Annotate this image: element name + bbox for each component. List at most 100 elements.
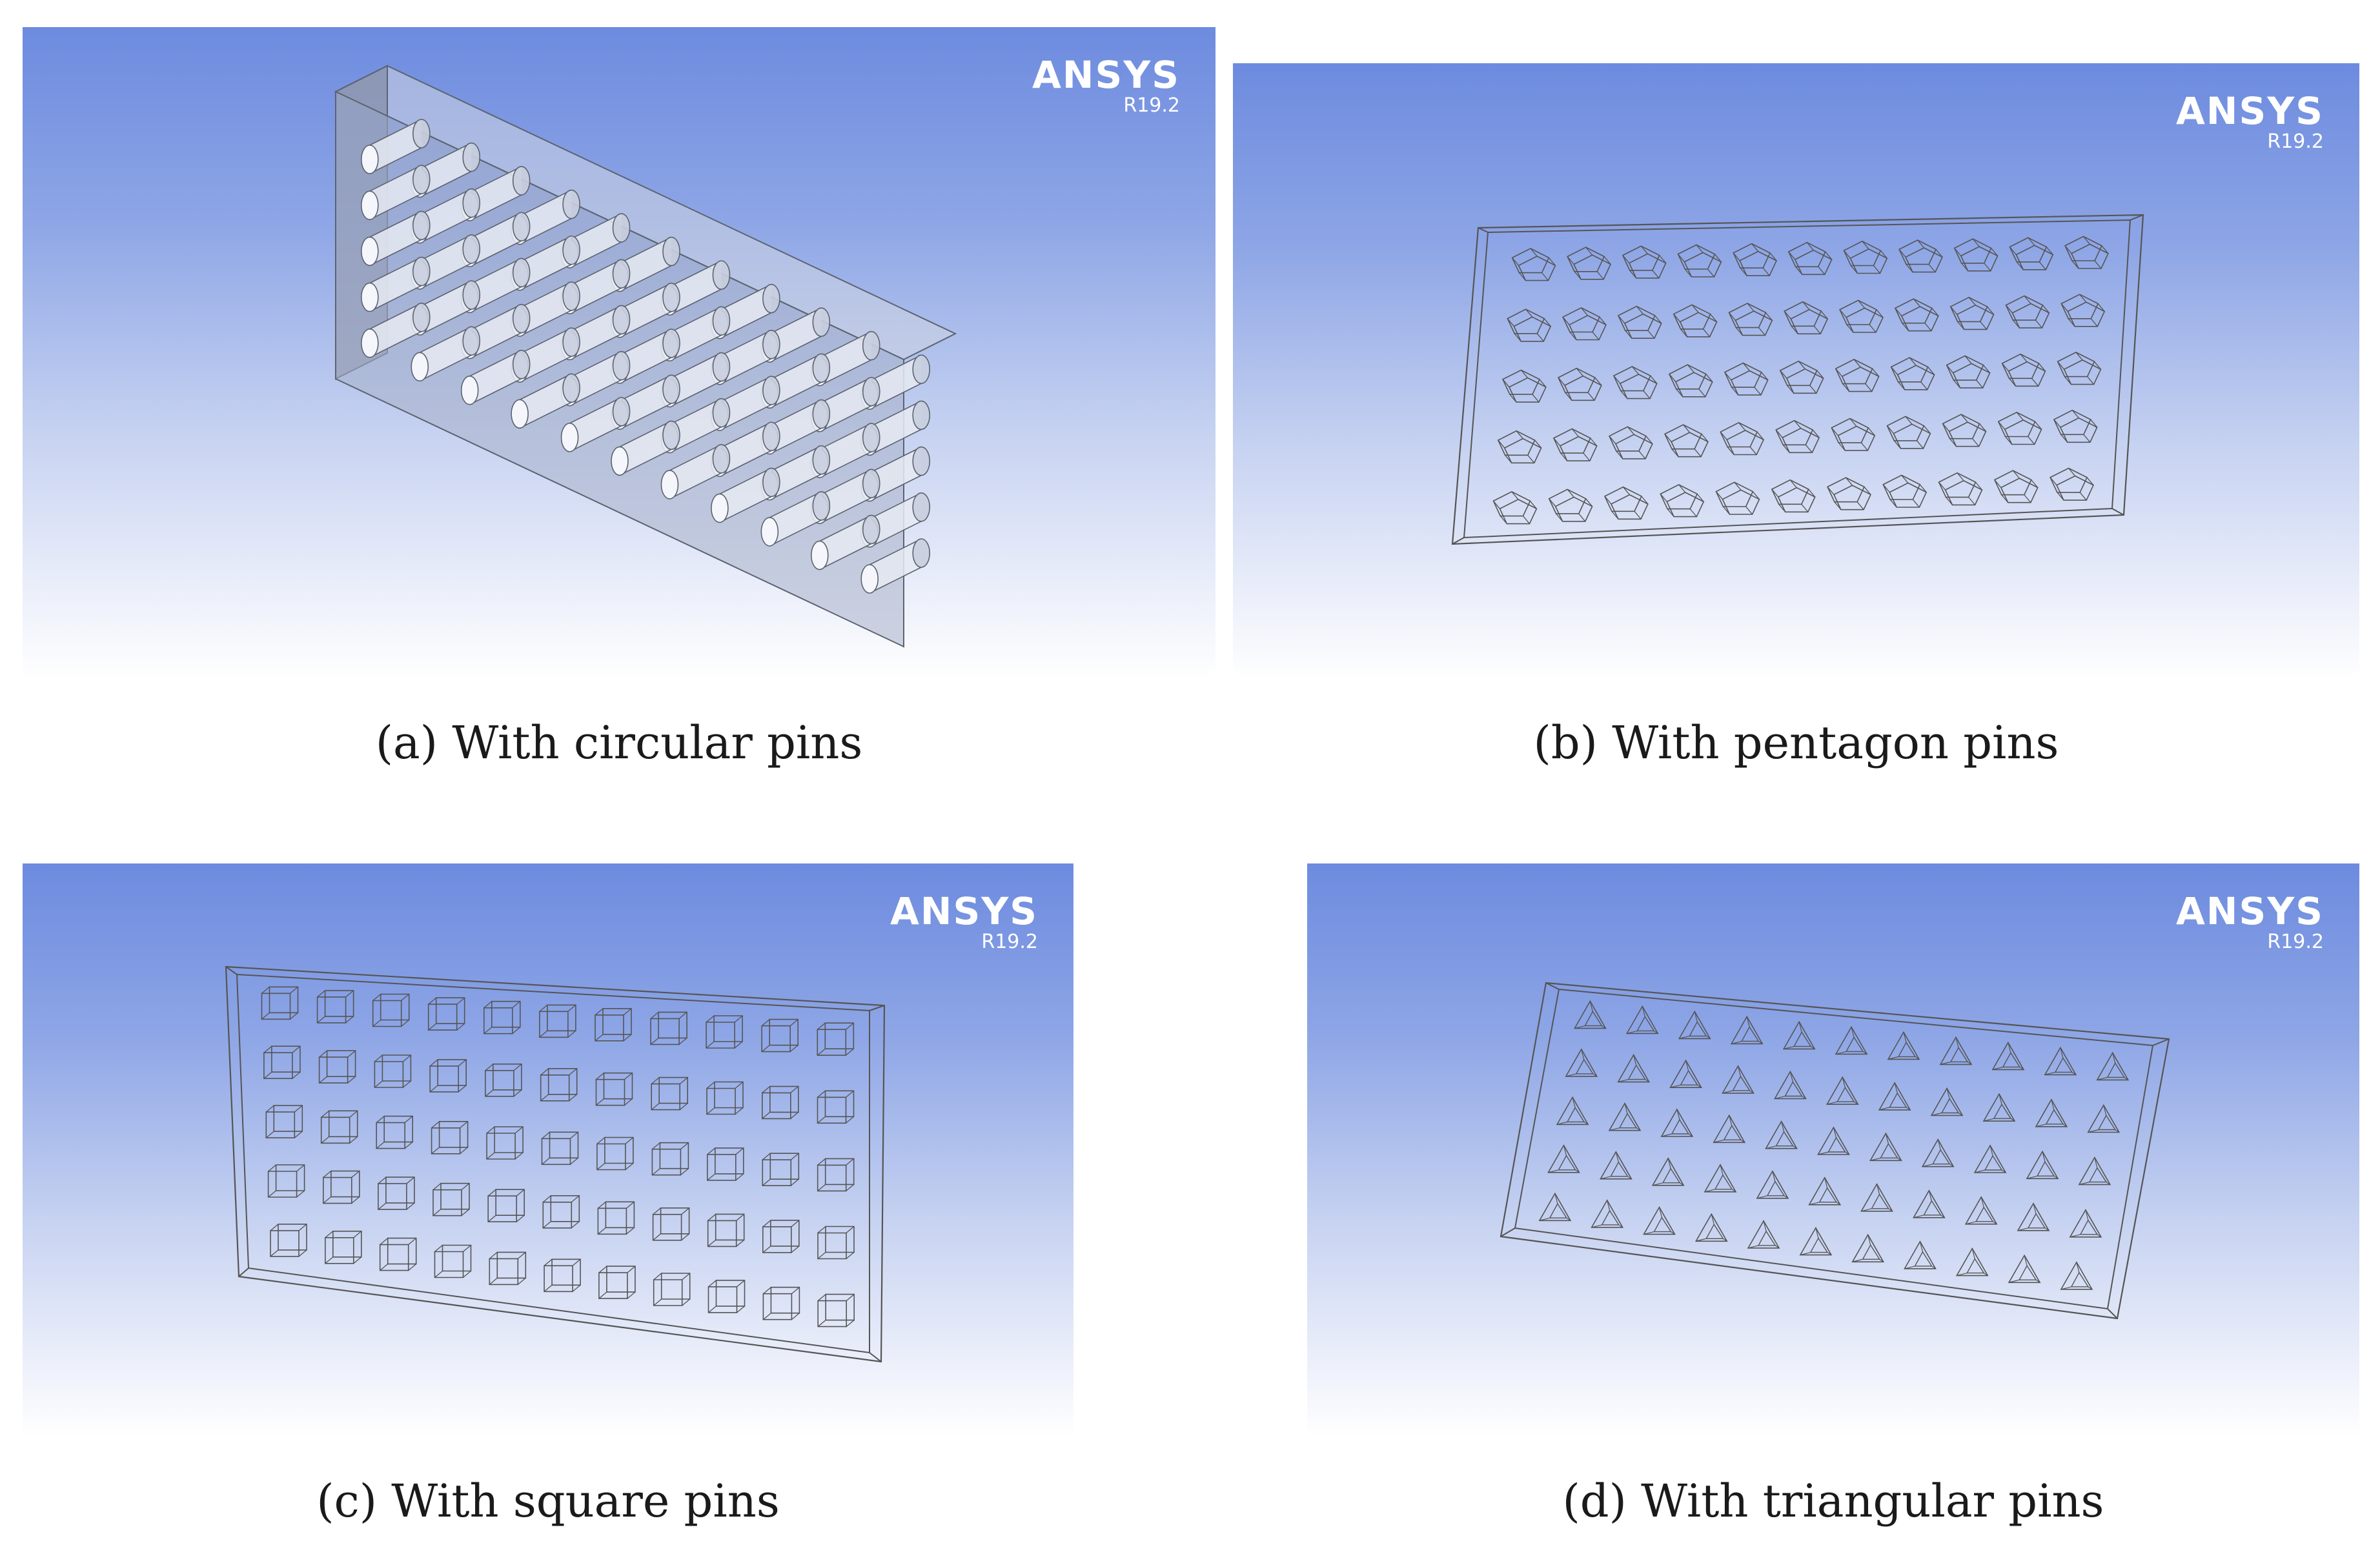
pin-edge: [846, 1251, 855, 1259]
plate-edge: [1452, 537, 1465, 545]
pin-edge: [1940, 1061, 1951, 1065]
pin-edge: [2006, 305, 2013, 314]
pin-edge: [762, 1111, 771, 1119]
pin-cylinder-edge: [469, 212, 522, 239]
pin-edge: [2071, 1071, 2077, 1075]
pin-triangle: [1991, 1041, 2025, 1071]
pin-cylinder-body: [669, 444, 722, 499]
pin-edge: [2035, 1124, 2047, 1127]
pin-edge: [1897, 1157, 1902, 1161]
pin-edge: [1694, 449, 1702, 458]
pin-pentagon-back: [1785, 368, 1824, 394]
pin-edge: [1566, 1217, 1571, 1221]
pin-edge: [1876, 309, 1884, 318]
pin-edge: [1961, 263, 1969, 272]
pin-edge: [2012, 470, 2020, 479]
pin-cylinder-edge: [469, 257, 522, 285]
pin-square: [324, 1236, 354, 1264]
pin-cylinder-body: [369, 303, 422, 358]
pin-edge: [1845, 1151, 1849, 1155]
pin-cylinder-body: [420, 281, 472, 336]
pin-square-back: [324, 990, 354, 1017]
pin-cylinder-body: [420, 188, 472, 243]
pin-cylinder-edge: [369, 331, 422, 358]
pin-edge: [1843, 250, 1851, 259]
pin-edge: [570, 1157, 578, 1165]
model-square-pins: [225, 965, 886, 1363]
pin-edge: [845, 1048, 854, 1056]
pin-cylinder-body: [870, 401, 922, 456]
pin-edge: [1909, 357, 1917, 366]
pin-edge: [1627, 1030, 1638, 1034]
pin-triangle-back: [1584, 1011, 1603, 1027]
pin-edge: [1661, 1133, 1673, 1137]
pin-triangle: [1678, 1010, 1711, 1040]
pin-edge: [1758, 1040, 1763, 1044]
pin-triangle-back: [1549, 1202, 1568, 1218]
pin-edge: [483, 1001, 493, 1009]
pin-edge: [623, 1034, 632, 1042]
pin-end-ellipse: [412, 302, 431, 332]
pin-edge: [1532, 394, 1540, 403]
pin-edge: [679, 1077, 688, 1085]
pin-edge: [2016, 412, 2024, 421]
pin-end-ellipse: [812, 353, 831, 383]
pin-triangle-back: [1836, 1086, 1855, 1102]
pin-cylinder-edge: [519, 310, 572, 337]
pin-edge: [1798, 361, 1805, 370]
pin-edge: [325, 1256, 334, 1264]
pin-edge: [1827, 487, 1835, 495]
pin-cylinder-edge: [819, 451, 872, 478]
pin-edge: [1912, 499, 1920, 508]
plate-edge: [869, 1005, 885, 1011]
pin-edge: [292, 1071, 301, 1079]
pin-edge: [2001, 1169, 2006, 1173]
pin-edge: [1669, 374, 1676, 382]
caption-a: (a) With circular pins: [375, 716, 863, 769]
pin-cylinder-edge: [869, 383, 922, 410]
pin-pentagon: [1548, 489, 1587, 514]
pin-triangle: [1547, 1144, 1580, 1173]
pin-cylinder-edge: [369, 193, 422, 220]
pin-edge: [406, 1202, 415, 1210]
pin-edge: [1565, 392, 1572, 401]
viewport-panel-b: ANSYS R19.2: [1233, 63, 2359, 680]
pin-edge: [2064, 376, 2071, 385]
pin-cylinder-edge: [419, 308, 472, 336]
pin-cylinder-edge: [869, 429, 922, 456]
pin-edge: [817, 1226, 826, 1233]
pin-cylinder-body: [819, 331, 871, 386]
pin-cylinder-edge: [619, 357, 672, 384]
pin-cylinder-edge: [669, 427, 722, 454]
pin-edge: [2094, 260, 2102, 269]
pin-edge: [1867, 427, 1875, 436]
pin-pentagon-back: [1610, 494, 1649, 520]
pin-triangle-back: [1671, 1118, 1690, 1135]
pin-edge: [1756, 1195, 1768, 1199]
pin-edge: [1775, 1245, 1780, 1249]
pin-edge: [1919, 484, 1927, 493]
pin-edge: [1818, 1151, 1829, 1155]
pin-end-ellipse: [412, 210, 431, 241]
pin-circle: [360, 282, 379, 312]
pin-edge: [317, 1016, 325, 1024]
pin-cylinder-edge: [719, 330, 772, 357]
pin-edge: [376, 1116, 385, 1124]
pin-edge: [1553, 438, 1561, 447]
pin-edge: [539, 1004, 548, 1012]
pin-edge: [791, 1246, 800, 1253]
pin-end-ellipse: [512, 257, 531, 288]
pin-cylinder-edge: [869, 538, 922, 565]
pin-cylinder-body: [819, 377, 871, 432]
pin-triangle: [2035, 1098, 2068, 1127]
pin-edge: [1802, 301, 1810, 310]
pin-end-ellipse: [712, 352, 731, 382]
pin-edge: [708, 1306, 717, 1313]
pin-square: [431, 1127, 461, 1155]
pin-square: [432, 1189, 462, 1216]
pin-cylinder-edge: [519, 373, 572, 401]
pin-edge: [1957, 472, 1964, 481]
pin-triangle: [1860, 1183, 1893, 1212]
pin-edge: [1794, 420, 1802, 429]
pin-edge: [1529, 500, 1537, 509]
